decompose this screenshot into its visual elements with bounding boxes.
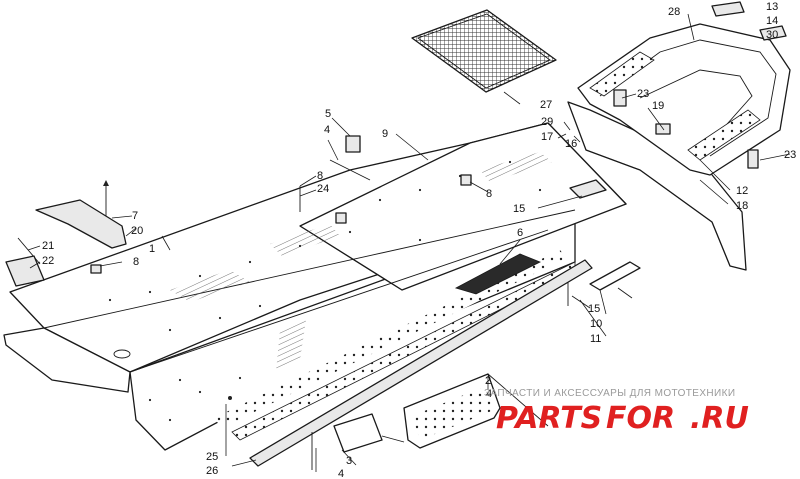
callout-24: 24 (317, 183, 329, 195)
tunnel (3, 122, 627, 467)
callout-18: 18 (736, 200, 748, 212)
callout-2: 2 (485, 375, 491, 387)
callout-5: 5 (325, 108, 331, 120)
watermark-logo-right: FOR (606, 401, 675, 436)
callout-27: 27 (540, 99, 552, 111)
callout-8-mid: 8 (317, 170, 323, 182)
callout-25: 25 (206, 451, 218, 463)
callout-4-top: 4 (324, 124, 330, 136)
leaders (27, 13, 791, 472)
watermark-tagline: ЗАПЧАСТИ И АКСЕССУАРЫ ДЛЯ МОТОТЕХНИКИ (484, 388, 735, 399)
watermark: ЗАПЧАСТИ И АКСЕССУАРЫ ДЛЯ МОТОТЕХНИКИ PA… (484, 388, 749, 436)
side-bracket (567, 261, 641, 306)
callout-9: 9 (382, 128, 388, 140)
callout-4-bottom: 4 (338, 468, 344, 479)
callout-13: 13 (766, 1, 778, 13)
callout-8-left: 8 (133, 256, 139, 268)
callout-11: 11 (590, 333, 601, 345)
callout-8-right: 8 (486, 188, 492, 200)
callout-12: 12 (736, 185, 748, 197)
callout-15-upper: 15 (513, 203, 525, 215)
running-board (403, 373, 549, 449)
callout-29: 29 (541, 116, 553, 128)
callout-3: 3 (346, 455, 352, 467)
callout-7: 7 (132, 210, 138, 222)
callout-17: 17 (541, 131, 553, 143)
callout-10: 10 (590, 318, 602, 330)
callout-15-lower: 15 (588, 303, 600, 315)
traction-mat (411, 9, 557, 93)
callout-6: 6 (517, 227, 523, 239)
callout-30: 30 (766, 29, 778, 41)
callout-26: 26 (206, 465, 218, 477)
callout-20: 20 (131, 225, 143, 237)
small-plate (311, 413, 405, 470)
rear-bumper (567, 1, 791, 271)
callout-16: 16 (565, 138, 577, 150)
callout-23-upper: 23 (637, 88, 649, 100)
left-parts (5, 135, 607, 400)
callout-21: 21 (42, 240, 54, 252)
callout-19: 19 (652, 100, 664, 112)
callout-22: 22 (42, 255, 54, 267)
watermark-logo-domain: .RU (690, 401, 749, 436)
callout-labels: 1 2 3 4 4 4 5 6 7 8 8 8 9 10 11 12 13 14… (42, 1, 796, 479)
watermark-logo-left: PARTS (496, 401, 602, 436)
callout-1: 1 (149, 243, 155, 255)
callout-4-front: 4 (486, 388, 492, 400)
callout-14: 14 (766, 15, 778, 27)
callout-28: 28 (668, 6, 680, 18)
callout-23-right: 23 (784, 149, 796, 161)
